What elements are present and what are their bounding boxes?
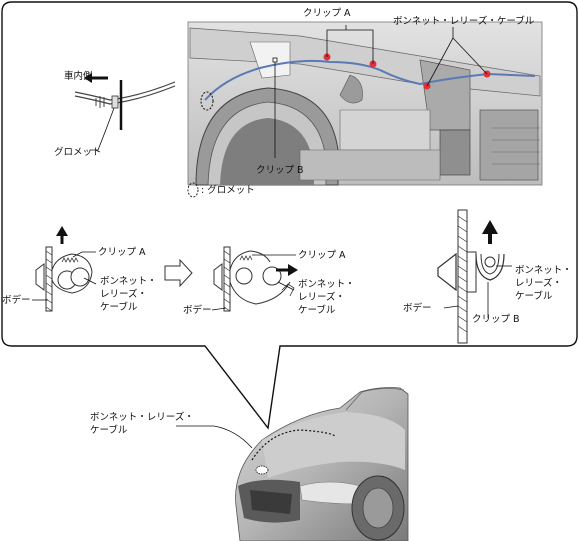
- body-mid-label: ボデー: [183, 304, 212, 316]
- right-diagram-leaders: [443, 265, 512, 318]
- transition-arrow: [164, 258, 193, 288]
- clip-b-mid-label: クリップ B: [256, 165, 304, 176]
- car-illustration: [176, 387, 409, 541]
- grommet-legend-icon: [187, 182, 199, 198]
- cable-right-line1: ボンネット・: [515, 265, 572, 276]
- clip-a-left-label: クリップ A: [98, 247, 146, 258]
- clip-b-right-label: クリップ B: [472, 314, 520, 325]
- cable-left-line3: ケーブル: [100, 301, 138, 313]
- cable-right-line3: ケーブル: [515, 290, 553, 302]
- grommet-marker: [200, 91, 214, 111]
- release-cable-path: [204, 59, 536, 101]
- cable-mid-line1: ボンネット・: [298, 279, 355, 290]
- left-diagram-leaders: [32, 251, 97, 301]
- clip-b-marker: [272, 57, 278, 63]
- engine-bay-photo: [187, 21, 543, 186]
- clip-a-top-label: クリップ A: [303, 8, 351, 19]
- grommet-legend-label: : グロメット: [201, 184, 255, 196]
- cable-mid-line3: ケーブル: [298, 304, 336, 316]
- cable-mid-line2: レリーズ・: [298, 291, 345, 303]
- clip-a-diagram-left: [35, 226, 93, 312]
- body-right-label: ボデー: [403, 302, 432, 314]
- cable-top-label: ボンネット・レリーズ・ケーブル: [393, 15, 535, 27]
- grommet-label: グロメット: [54, 146, 102, 158]
- vehicle-inside-label: 車内側: [64, 70, 93, 82]
- cable-right-line2: レリーズ・: [515, 277, 562, 289]
- grommet-detail: [74, 73, 176, 151]
- cable-left-line2: レリーズ・: [100, 288, 147, 300]
- mid-diagram-leaders: [211, 254, 296, 311]
- cable-left-line1: ボンネット・: [100, 276, 157, 287]
- clip-a-mid-label: クリップ A: [298, 250, 346, 261]
- car-cable-line1: ボンネット・レリーズ・: [90, 411, 194, 423]
- photo-leaders: [274, 25, 488, 158]
- body-left-label: ボデー: [2, 294, 31, 306]
- car-cable-line2: ケーブル: [90, 424, 128, 436]
- clip-b-diagram: [437, 209, 505, 344]
- car-cable-dashed: [251, 429, 336, 461]
- clip-a-diagram-mid: [213, 246, 298, 312]
